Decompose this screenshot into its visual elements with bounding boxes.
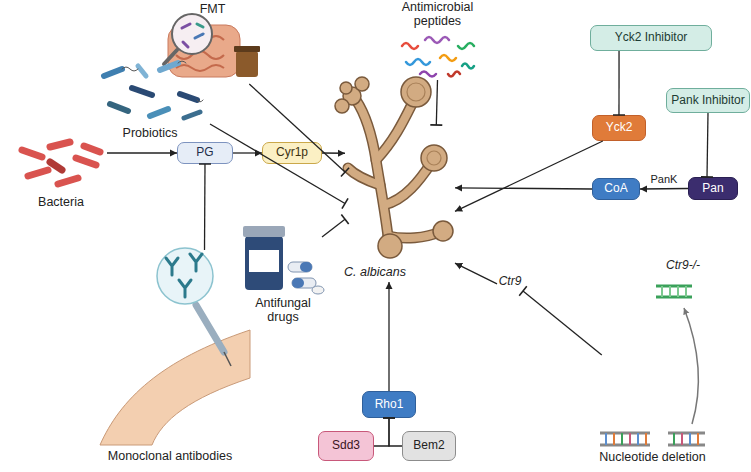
illustration-node: Bacteria [15,140,107,210]
antifungal-illustration [243,226,324,294]
activation-arrow [455,141,603,211]
protein-box: Rho1 [362,391,416,418]
fmt-illustration [164,14,260,77]
node-label: Antimicrobial peptides [395,0,480,29]
activation-arrow [388,282,389,391]
candida-illustration [335,77,453,258]
activation-arrow [322,152,345,154]
node-label: Yck2 [606,121,633,135]
node-label: Sdd3 [332,439,360,453]
activation-arrow [455,188,592,189]
illustration-node: Antifungal drugs [240,222,322,322]
inhibition-connector [204,164,206,250]
node-label: FMT [180,2,245,16]
illustration-node: Nucleotide deletion [580,355,725,470]
enzyme-label: PanK [644,173,684,185]
inhibition-connector [389,418,402,446]
node-label: Antifungal drugs [242,296,324,325]
node-label: Ctr9 [499,275,522,289]
antibody-illustration [100,248,250,445]
illustration-node: FMT [160,2,265,84]
activation-arrow [455,263,497,284]
activation-arrow [640,188,688,190]
node-label: Pan [702,182,723,196]
molecule-box: PG [177,142,233,164]
molecule-box: CoA [592,178,640,200]
inhibition-connector [210,124,345,204]
node-label: Bacteria [15,195,107,209]
inhibition-connector [523,291,602,355]
node-label: Probiotics [95,126,205,140]
activation-arrow [107,152,177,153]
node-label: Monoclonal antibodies [95,449,245,463]
node-label: Bem2 [413,439,444,453]
dna-illustration [600,286,705,445]
inhibition-connector [374,418,389,446]
probiotics-illustration [104,61,203,118]
protein-box: Cyr1p [262,142,322,164]
bacteria-illustration [22,142,100,184]
illustration-node: Probiotics [95,60,210,142]
organism-node: C. albicans [345,125,455,282]
inhibition-connector [322,219,345,237]
molecule-box: Pan [688,177,738,200]
node-label: Nucleotide deletion [580,450,725,464]
inhibition-connector [618,51,619,115]
activation-arrow [233,152,262,153]
gene-label: Ctr9-/- [655,258,711,272]
protein-box: Bem2 [402,431,456,461]
node-label: PG [196,146,213,160]
inhibition-connector [436,80,437,125]
node-label: C. albicans [330,265,420,279]
illustration-node: Antimicrobial peptides [395,0,480,80]
node-label: Pank Inhibitor [671,94,744,108]
node-label: CoA [604,182,627,196]
node-label: Rho1 [375,398,404,412]
node-label: Cyr1p [276,146,308,160]
inhibitor-box: Pank Inhibitor [666,88,750,113]
inhibitor-box: Yck2 Inhibitor [590,25,712,51]
node-label: Yck2 Inhibitor [615,31,688,45]
illustration-node: Monoclonal antibodies [95,250,245,468]
protein-box: Yck2 [592,115,646,141]
peptides-illustration [402,37,474,77]
inhibition-connector [249,84,345,172]
gene-label-node: Ctr9 [497,273,523,291]
protein-box: Sdd3 [318,431,374,461]
inhibition-connector [707,113,708,177]
